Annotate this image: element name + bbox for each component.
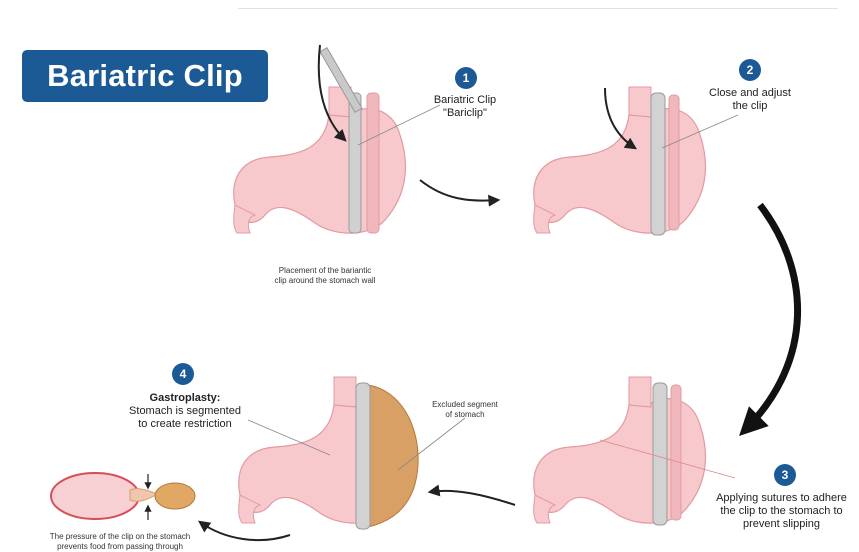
placement-caption-line1: Placement of the bariantic xyxy=(250,266,400,276)
placement-caption: Placement of the bariantic clip around t… xyxy=(250,266,400,286)
pressure-caption-line1: The pressure of the clip on the stomach xyxy=(20,532,220,542)
step-2-label-line2: the clip xyxy=(690,100,810,113)
step-1-label-line2: "Bariclip" xyxy=(405,107,525,120)
step-1-badge: 1 xyxy=(455,67,477,89)
stomach-step2 xyxy=(534,87,706,235)
stomach-step4 xyxy=(239,377,418,529)
step-3-label: Applying sutures to adhere the clip to t… xyxy=(704,492,859,531)
pressure-caption: The pressure of the clip on the stomach … xyxy=(20,532,220,552)
step-3-label-line2: the clip to the stomach to xyxy=(704,505,859,518)
step-4-badge: 4 xyxy=(172,363,194,385)
step-2-label: Close and adjust the clip xyxy=(690,87,810,113)
step-1-label: Bariatric Clip "Bariclip" xyxy=(405,94,525,120)
stomach-step3 xyxy=(534,377,706,525)
step-3-label-line1: Applying sutures to adhere xyxy=(704,492,859,505)
step-2-label-line1: Close and adjust xyxy=(690,87,810,100)
placement-caption-line2: clip around the stomach wall xyxy=(250,276,400,286)
excluded-label-line2: of stomach xyxy=(420,410,510,420)
step-3-badge: 3 xyxy=(774,464,796,486)
pressure-caption-line2: prevents food from passing through xyxy=(20,542,220,552)
excluded-segment-label: Excluded segment of stomach xyxy=(420,400,510,420)
excluded-label-line1: Excluded segment xyxy=(420,400,510,410)
step-3-label-line3: prevent slipping xyxy=(704,518,859,531)
step-4-heading: Gastroplasty: xyxy=(115,392,255,405)
step-4-label-line1: Stomach is segmented xyxy=(115,405,255,418)
step-2-badge: 2 xyxy=(739,59,761,81)
step-4-label: Gastroplasty: Stomach is segmented to cr… xyxy=(115,392,255,431)
step-1-label-line1: Bariatric Clip xyxy=(405,94,525,107)
pressure-diagram xyxy=(51,473,195,520)
step-4-label-line2: to create restriction xyxy=(115,418,255,431)
